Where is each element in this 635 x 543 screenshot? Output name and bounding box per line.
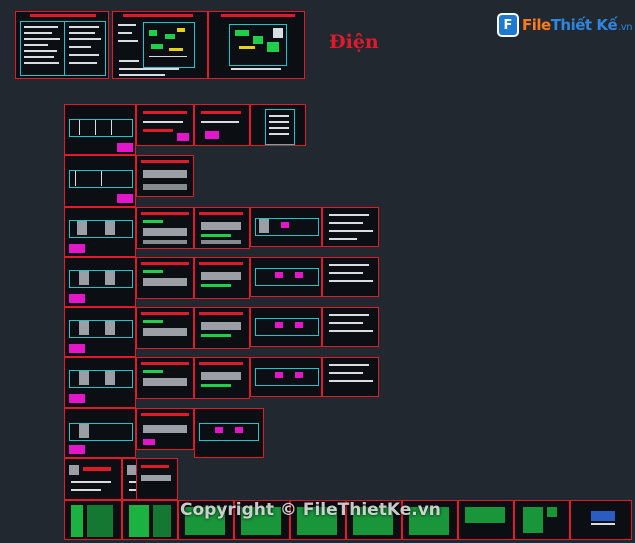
sheet-detail-a[interactable] bbox=[64, 458, 122, 500]
sheet-riser-diagram[interactable] bbox=[208, 11, 305, 79]
sheet-schedule-5[interactable] bbox=[290, 500, 346, 540]
site-logo[interactable]: F FileThiết Kế.vn bbox=[497, 12, 633, 38]
drawing-title: Điện bbox=[329, 31, 379, 53]
sheet-detail-r3-a[interactable] bbox=[136, 207, 194, 249]
sheet-cover-notes[interactable] bbox=[15, 11, 109, 79]
logo-icon: F bbox=[497, 13, 519, 37]
logo-text: FileThiết Kế.vn bbox=[522, 16, 633, 34]
sheet-detail-row1-a[interactable] bbox=[136, 104, 194, 146]
sheet-plan-6[interactable] bbox=[64, 408, 136, 458]
sheet-plan-roof[interactable] bbox=[64, 104, 136, 155]
sheet-detail-r2[interactable] bbox=[136, 155, 194, 197]
sheet-notes-r3[interactable] bbox=[322, 207, 379, 247]
logo-tld: .vn bbox=[618, 22, 633, 33]
sheet-plan-1[interactable] bbox=[64, 155, 136, 207]
sheet-plan-3[interactable] bbox=[64, 257, 136, 307]
sheet-detail-r4-b[interactable] bbox=[194, 257, 250, 299]
sheet-schedule-7[interactable] bbox=[402, 500, 458, 540]
copyright-watermark: Copyright © FileThietKe.vn bbox=[180, 500, 441, 520]
sheet-detail-r3-b[interactable] bbox=[194, 207, 250, 249]
sheet-plan-r5-c[interactable] bbox=[250, 307, 322, 347]
sheet-detail-r7-a[interactable] bbox=[136, 408, 194, 450]
sheet-detail-r5-b[interactable] bbox=[194, 307, 250, 349]
sheet-detail-row1-b[interactable] bbox=[194, 104, 250, 146]
sheet-detail-r5-a[interactable] bbox=[136, 307, 194, 349]
logo-name: Thiết Kế bbox=[550, 16, 618, 34]
sheet-plan-r4-c[interactable] bbox=[250, 257, 322, 297]
sheet-plan-r7-b[interactable] bbox=[194, 408, 264, 458]
sheet-detail-r8[interactable] bbox=[136, 458, 178, 500]
sheet-notes-r6[interactable] bbox=[322, 357, 379, 397]
logo-brand: File bbox=[522, 16, 551, 34]
sheet-plan-2[interactable] bbox=[64, 207, 136, 257]
sheet-schedule-2[interactable] bbox=[122, 500, 178, 540]
sheet-schedule-8[interactable] bbox=[458, 500, 514, 540]
sheet-notes-r5[interactable] bbox=[322, 307, 379, 347]
sheet-panel-schedule[interactable] bbox=[250, 104, 306, 146]
sheet-schedule-3[interactable] bbox=[178, 500, 234, 540]
sheet-schedule-1[interactable] bbox=[64, 500, 122, 540]
sheet-notes-r4[interactable] bbox=[322, 257, 379, 297]
sheet-detail-r4-a[interactable] bbox=[136, 257, 194, 299]
sheet-plan-4[interactable] bbox=[64, 307, 136, 357]
sheet-detail-r6-b[interactable] bbox=[194, 357, 250, 399]
sheet-detail-r6-a[interactable] bbox=[136, 357, 194, 399]
sheet-schedule-10[interactable] bbox=[570, 500, 632, 540]
sheet-schedule-9[interactable] bbox=[514, 500, 570, 540]
sheet-plan-r3-c[interactable] bbox=[250, 207, 322, 247]
sheet-legend[interactable] bbox=[112, 11, 208, 79]
sheet-plan-5[interactable] bbox=[64, 357, 136, 408]
sheet-schedule-6[interactable] bbox=[346, 500, 402, 540]
sheet-schedule-4[interactable] bbox=[234, 500, 290, 540]
sheet-plan-r6-c[interactable] bbox=[250, 357, 322, 397]
